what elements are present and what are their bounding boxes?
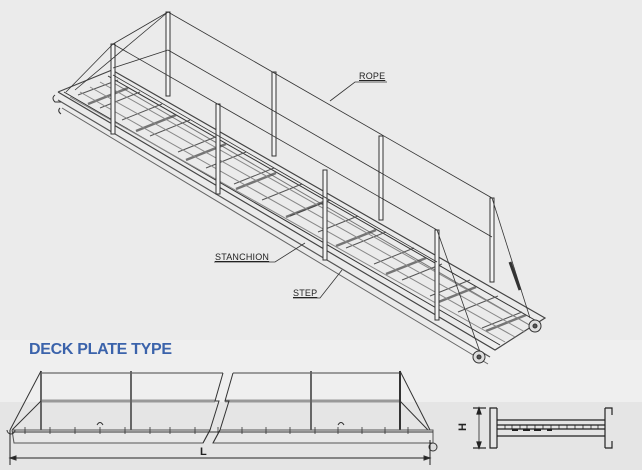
stanchion-callout-label: STANCHION xyxy=(215,252,270,262)
ropes xyxy=(65,11,531,353)
height-dimension-label: H xyxy=(456,423,469,431)
background-upper xyxy=(0,0,642,402)
length-dimension-label: L xyxy=(200,446,207,458)
background-title-band xyxy=(0,340,642,402)
cross-section-drawing xyxy=(473,406,613,450)
callout-leaders xyxy=(214,81,387,299)
deck-steps xyxy=(69,79,534,343)
end-hooks xyxy=(52,94,62,115)
rope-callout-label: ROPE xyxy=(359,71,386,81)
side-elevation-drawing xyxy=(6,370,438,465)
section-title: DECK PLATE TYPE xyxy=(29,341,172,358)
step-callout-label: STEP xyxy=(293,288,318,298)
wheels xyxy=(472,319,542,364)
